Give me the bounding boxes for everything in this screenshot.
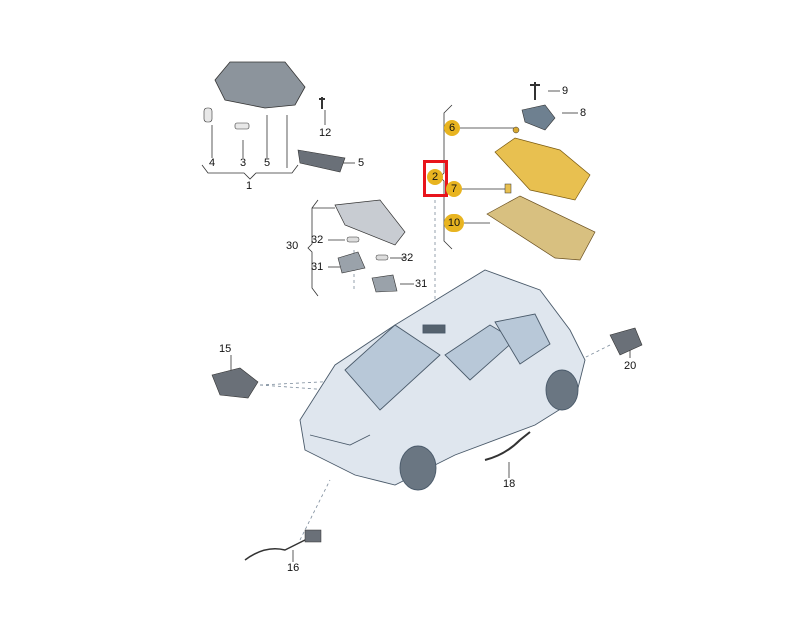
callout-31[interactable]: 31 (415, 278, 428, 290)
callout-32[interactable]: 32 (311, 234, 324, 246)
callout-5[interactable]: 5 (358, 157, 365, 169)
part-16-connector (304, 529, 322, 543)
part-18-cable (484, 431, 531, 461)
callout-32[interactable]: 32 (401, 252, 414, 264)
callout-10[interactable]: 10 (444, 214, 464, 232)
group-bracket-30 (307, 199, 319, 297)
callout-16[interactable]: 16 (287, 562, 300, 574)
selection-box (423, 160, 448, 197)
callout-6[interactable]: 6 (444, 120, 460, 136)
callout-4[interactable]: 4 (209, 157, 216, 169)
part-30-light-unit (334, 199, 406, 293)
callout-15[interactable]: 15 (219, 343, 232, 355)
part-1-light-housing (203, 61, 346, 173)
part-16-cable (244, 534, 316, 561)
callout-20[interactable]: 20 (624, 360, 637, 372)
callout-8[interactable]: 8 (580, 107, 587, 119)
callout-2[interactable]: 2 (427, 169, 443, 185)
callout-7[interactable]: 7 (446, 181, 462, 197)
part-2-roof-console (486, 82, 596, 261)
callout-3[interactable]: 3 (240, 157, 247, 169)
callout-1[interactable]: 1 (246, 180, 253, 192)
callout-12[interactable]: 12 (319, 127, 332, 139)
car-illustration (299, 269, 586, 491)
part-15-module (211, 367, 259, 399)
callout-9[interactable]: 9 (562, 85, 569, 97)
group-bracket-1 (201, 164, 299, 180)
part-20-module (609, 327, 643, 356)
callout-30[interactable]: 30 (286, 240, 299, 252)
callout-18[interactable]: 18 (503, 478, 516, 490)
callout-5[interactable]: 5 (264, 157, 271, 169)
callout-31[interactable]: 31 (311, 261, 324, 273)
